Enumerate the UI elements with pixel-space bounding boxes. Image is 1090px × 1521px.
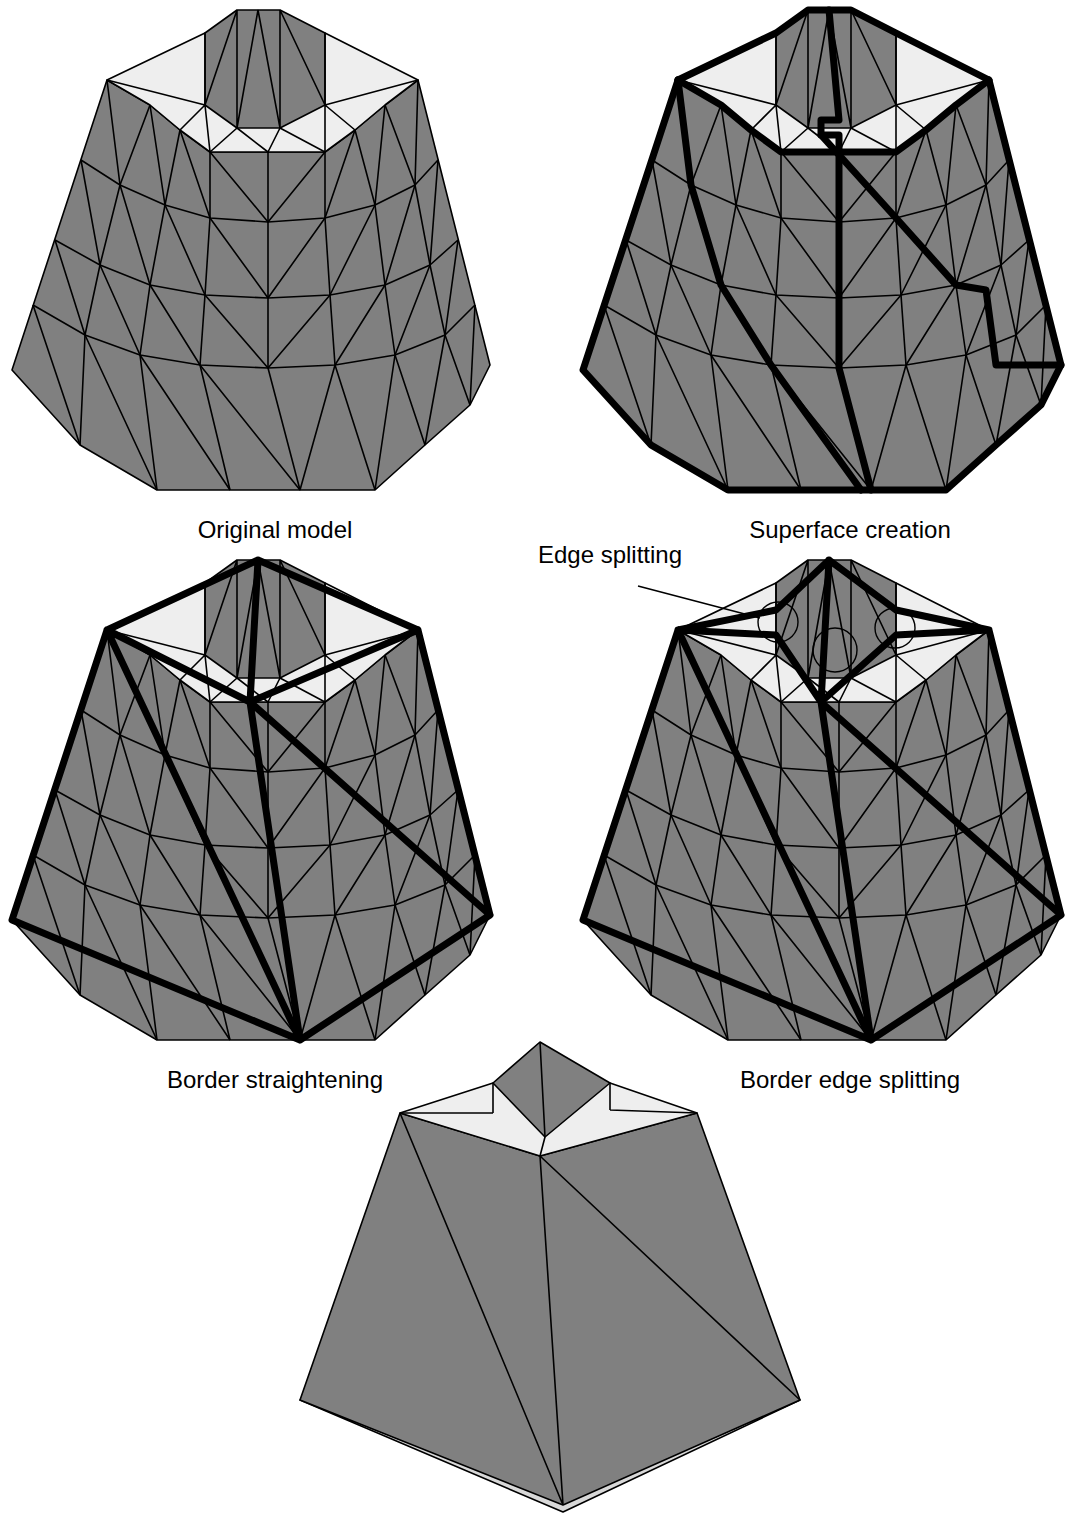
split-circle bbox=[758, 602, 798, 642]
split-markers bbox=[758, 602, 915, 672]
split-borders bbox=[583, 560, 1061, 1040]
caption-label: Border edge splitting bbox=[740, 1066, 960, 1095]
straightened-borders bbox=[12, 560, 490, 1040]
caption-label: Border straightening bbox=[167, 1066, 383, 1095]
simplified-cone bbox=[493, 1042, 610, 1137]
callout-leader bbox=[638, 586, 760, 618]
edge-splitting-mesh bbox=[583, 560, 1061, 1040]
simplified-model bbox=[300, 1042, 800, 1512]
original-model-mesh bbox=[12, 10, 490, 490]
split-circle bbox=[875, 608, 915, 648]
split-circle bbox=[813, 628, 857, 672]
superface-outline bbox=[583, 10, 1061, 490]
straightening-mesh bbox=[12, 560, 490, 1040]
superface-panel bbox=[583, 10, 1061, 490]
superface-border-left bbox=[678, 80, 861, 490]
superface-mesh bbox=[583, 10, 1061, 490]
simplified-edges bbox=[400, 1042, 800, 1505]
caption-label: Edge splitting bbox=[538, 541, 682, 570]
straightening-panel bbox=[12, 560, 490, 1040]
caption-label: Superface creation bbox=[749, 516, 950, 545]
edge-splitting-panel bbox=[583, 560, 1061, 1040]
superface-border-right bbox=[821, 135, 1061, 365]
superface-borders bbox=[583, 10, 1061, 490]
superface-border-middle bbox=[821, 10, 871, 490]
caption-label: Original model bbox=[198, 516, 353, 545]
